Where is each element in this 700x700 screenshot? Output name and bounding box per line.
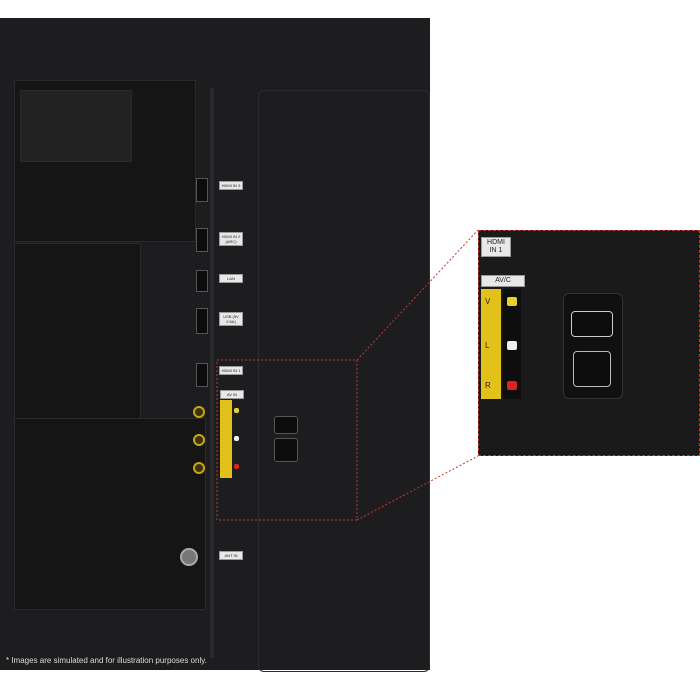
hdmi-1-label: HDMI IN 1 <box>219 366 243 375</box>
jack-label-r: R <box>485 381 491 390</box>
rating-sticker <box>20 90 132 162</box>
hdmi-2-label: HDMI IN 2 (ARC) <box>219 232 243 246</box>
usb-port[interactable] <box>196 308 208 334</box>
callout-audio-left-dot <box>507 341 517 350</box>
hdmi-3-label: HDMI IN 3 <box>219 181 243 190</box>
av-video-jack[interactable] <box>193 406 205 418</box>
optical-port[interactable] <box>274 438 298 462</box>
hdmi-1-port[interactable] <box>196 363 208 387</box>
hdmi-arc-port[interactable] <box>274 416 298 434</box>
port-rail <box>210 88 214 658</box>
lan-label: LAN <box>219 274 243 283</box>
ant-in-label: ANT IN <box>219 551 243 560</box>
callout-av-strip <box>481 289 501 399</box>
audio-left-dot <box>234 436 239 441</box>
callout-zoom-view: HDMI IN 1 AV/C V L R <box>478 230 700 456</box>
av-strip <box>220 400 232 478</box>
jack-label-l: L <box>485 341 490 350</box>
disclaimer-footnote: * Images are simulated and for illustrat… <box>6 656 207 665</box>
video-dot <box>234 408 239 413</box>
panel-recess <box>14 418 206 610</box>
callout-source-box <box>216 359 358 521</box>
av-left-jack[interactable] <box>193 434 205 446</box>
callout-optical-port[interactable] <box>573 351 611 387</box>
panel-recess <box>14 243 141 440</box>
panel-section <box>258 90 430 672</box>
callout-hdmi-port[interactable] <box>571 311 613 337</box>
hdmi-2-port[interactable] <box>196 228 208 252</box>
av-in-label: AV IN <box>220 390 244 399</box>
hdmi-3-port[interactable] <box>196 178 208 202</box>
tv-back-panel: HDMI IN 3 HDMI IN 2 (ARC) LAN USB (5V 0.… <box>0 18 430 672</box>
callout-av-label: AV/C <box>481 275 525 287</box>
usb-label: USB (5V 0.5A) <box>219 312 243 326</box>
callout-line-bottom <box>356 455 479 521</box>
jack-label-v: V <box>485 297 491 306</box>
audio-right-dot <box>234 464 239 469</box>
lan-port[interactable] <box>196 270 208 292</box>
callout-video-dot <box>507 297 517 306</box>
callout-audio-right-dot <box>507 381 517 390</box>
antenna-connector[interactable] <box>180 548 198 566</box>
callout-line-top <box>356 229 479 361</box>
callout-hdmi-label: HDMI IN 1 <box>481 237 511 257</box>
av-right-jack[interactable] <box>193 462 205 474</box>
